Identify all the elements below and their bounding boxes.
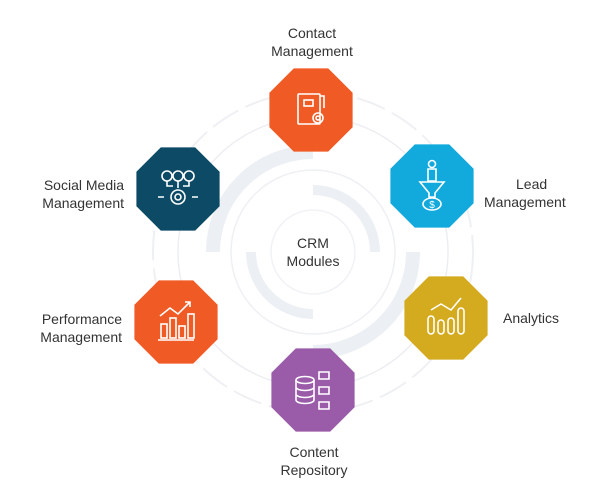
label-social: Social Media Management bbox=[0, 176, 124, 212]
module-social bbox=[136, 147, 220, 231]
label-line1: Social Media bbox=[43, 177, 124, 193]
label-line1: Content bbox=[289, 444, 339, 460]
label-contact: Contact Management bbox=[250, 24, 374, 60]
label-performance: Performance Management bbox=[0, 310, 122, 346]
address-book-gear-icon bbox=[297, 93, 325, 125]
module-octagon bbox=[271, 348, 355, 432]
module-analytics bbox=[404, 276, 488, 360]
module-performance bbox=[134, 280, 218, 364]
center-line2: Modules bbox=[286, 253, 340, 269]
center-label: CRM Modules bbox=[263, 234, 363, 270]
label-line2: Management bbox=[271, 43, 353, 59]
label-line1: Performance bbox=[41, 311, 122, 327]
social-gear-icon bbox=[158, 170, 198, 205]
label-content: Content Repository bbox=[252, 443, 376, 479]
label-analytics: Analytics bbox=[503, 309, 559, 327]
bar-line-chart-icon bbox=[427, 297, 465, 335]
label-line2: Management bbox=[42, 195, 124, 211]
label-line1: Contact bbox=[287, 25, 337, 41]
module-lead: $ bbox=[390, 144, 474, 228]
module-octagon bbox=[390, 144, 474, 228]
label-lead: Lead Management bbox=[484, 175, 566, 211]
module-octagon bbox=[269, 68, 353, 152]
database-folders-icon bbox=[295, 371, 330, 410]
person-funnel-dollar-icon: $ bbox=[418, 159, 446, 211]
module-contact bbox=[269, 68, 353, 152]
svg-text:$: $ bbox=[429, 200, 435, 211]
label-line2: Repository bbox=[280, 462, 348, 478]
label-line2: Management bbox=[40, 329, 122, 345]
label-line1: Analytics bbox=[503, 310, 560, 326]
label-line1: Lead bbox=[516, 176, 548, 192]
module-content bbox=[271, 348, 355, 432]
module-octagon bbox=[404, 276, 488, 360]
trend-chart-icon bbox=[158, 301, 195, 341]
center-line1: CRM bbox=[297, 235, 329, 251]
module-octagon bbox=[136, 147, 220, 231]
label-line2: Management bbox=[484, 194, 566, 210]
